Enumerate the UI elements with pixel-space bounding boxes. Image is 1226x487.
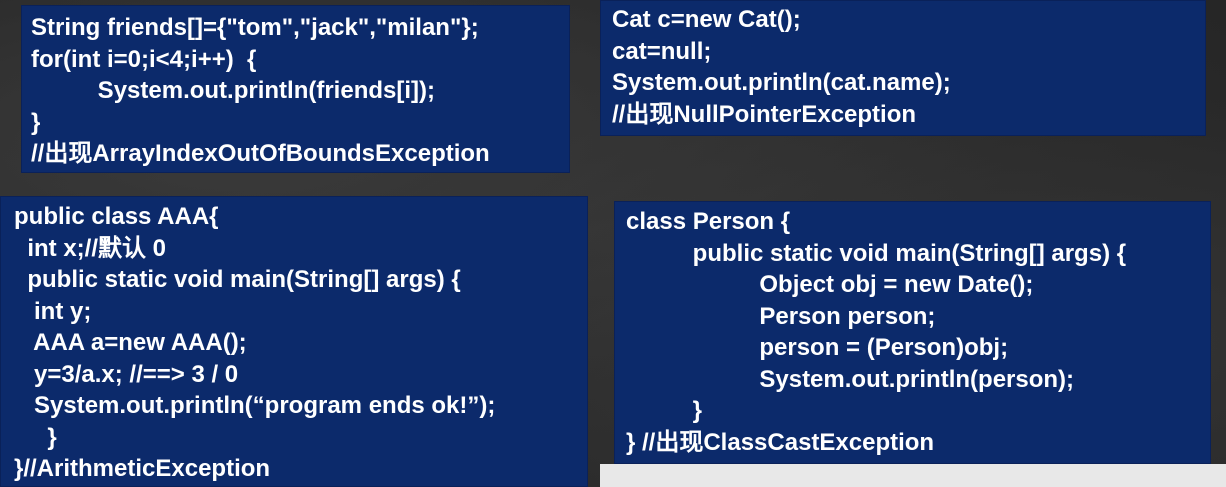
code-line: System.out.println(“program ends ok!”); [14,392,496,419]
code-comment: //出现ArrayIndexOutOfBoundsException [31,140,490,167]
code-line: } [14,423,57,451]
code-line: System.out.println(person); [626,365,1075,393]
code-panel-null-pointer-exception: Cat c=new Cat(); cat=null; System.out.pr… [600,0,1206,136]
code-line: public static void main(String[] args) { [626,239,1127,267]
code-line: System.out.println(friends[i]); [31,77,436,104]
code-line: Person person; [626,302,936,330]
code-line: int x;//默认 0 [14,234,167,262]
code-line: } [31,108,41,136]
code-line: String friends[]={"tom","jack","milan"}; [31,14,479,41]
code-line: class Person { [626,208,791,235]
code-line: int y; [14,297,92,325]
code-line: } [626,397,703,424]
code-panel-array-index-exception: String friends[]={"tom","jack","milan"};… [21,5,570,173]
bottom-strip [600,464,1226,487]
code-comment: }//ArithmeticException [14,455,271,482]
code-line: cat=null; [612,37,712,65]
code-line: public class AAA{ [14,203,219,230]
code-line: public static void main(String[] args) { [14,266,461,293]
code-line: AAA a=new AAA(); [14,329,247,356]
code-panel-class-cast-exception: class Person { public static void main(S… [614,201,1211,464]
code-panel-arithmetic-exception: public class AAA{ int x;//默认 0 public st… [0,196,588,487]
code-line: Cat c=new Cat(); [612,6,801,33]
code-line: person = (Person)obj; [626,334,1009,361]
code-line: System.out.println(cat.name); [612,69,951,96]
code-line: y=3/a.x; //==> 3 / 0 [14,360,239,388]
code-comment: } //出现ClassCastException [626,428,935,456]
code-line: for(int i=0;i<4;i++) { [31,45,257,73]
code-comment: //出现NullPointerException [612,100,917,128]
code-line: Object obj = new Date(); [626,271,1034,298]
